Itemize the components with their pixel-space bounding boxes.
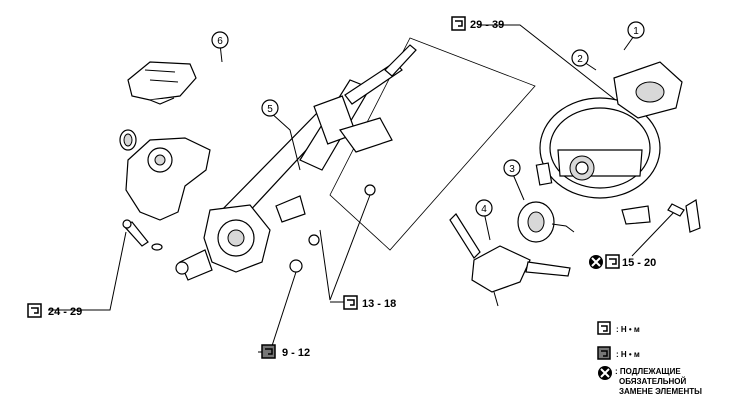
legend-item-replace: : ПОДЛЕЖАЩИЕ ОБЯЗАТЕЛЬНОЙ ЗАМЕНЕ ЭЛЕМЕНТ… bbox=[598, 366, 702, 396]
legend-item-torque: : Н • м bbox=[597, 321, 640, 335]
svg-text:: ПОДЛЕЖАЩИЕ: : ПОДЛЕЖАЩИЕ bbox=[615, 367, 681, 376]
upper-column-cover bbox=[127, 61, 197, 105]
svg-text:13 - 18: 13 - 18 bbox=[362, 298, 396, 310]
steering-column-assembly bbox=[175, 44, 417, 281]
svg-text:29 - 39: 29 - 39 bbox=[470, 19, 504, 31]
combination-switch bbox=[449, 213, 571, 307]
cross-circle-icon bbox=[589, 255, 603, 269]
svg-text:ЗАМЕНЕ ЭЛЕМЕНТЫ: ЗАМЕНЕ ЭЛЕМЕНТЫ bbox=[619, 387, 702, 396]
callout-4: 4 bbox=[475, 199, 493, 217]
svg-text:: Н • м: : Н • м bbox=[616, 350, 640, 359]
torque-wrench-icon bbox=[27, 303, 42, 318]
svg-text:: Н • м: : Н • м bbox=[616, 325, 640, 334]
svg-text:24 - 29: 24 - 29 bbox=[48, 306, 82, 318]
callout-3: 3 bbox=[503, 159, 521, 177]
lower-column-cover bbox=[119, 129, 211, 221]
svg-text:2: 2 bbox=[577, 54, 583, 65]
svg-text:3: 3 bbox=[509, 164, 515, 175]
torque-wrench-shaded-icon bbox=[261, 344, 276, 359]
svg-text:6: 6 bbox=[217, 36, 223, 47]
steering-wheel bbox=[539, 97, 661, 199]
callout-5: 5 bbox=[261, 99, 279, 117]
svg-text:9 - 12: 9 - 12 bbox=[282, 347, 310, 359]
torque-label-13-18: 13 - 18 bbox=[343, 295, 396, 310]
svg-text:5: 5 bbox=[267, 104, 273, 115]
torque-label-24-29: 24 - 29 bbox=[27, 303, 82, 318]
torque-wrench-shaded-icon bbox=[597, 346, 611, 360]
airbag-module bbox=[613, 61, 683, 119]
svg-text:ОБЯЗАТЕЛЬНОЙ: ОБЯЗАТЕЛЬНОЙ bbox=[619, 377, 687, 386]
wheel-small-parts bbox=[621, 199, 701, 233]
torque-wrench-icon bbox=[597, 321, 611, 335]
legend: : Н • м : Н • м : ПОДЛЕЖАЩИЕ ОБЯЗАТЕЛЬНО… bbox=[597, 321, 702, 396]
legend-item-torque-alt: : Н • м bbox=[597, 346, 640, 360]
torque-wrench-icon bbox=[451, 16, 466, 31]
cross-circle-icon bbox=[598, 366, 612, 380]
torque-wrench-icon bbox=[605, 254, 620, 269]
torque-wrench-icon bbox=[343, 295, 358, 310]
svg-text:4: 4 bbox=[481, 204, 487, 215]
callout-2: 2 bbox=[571, 49, 589, 67]
torque-label-15-20: 15 - 20 bbox=[589, 254, 656, 269]
torque-label-9-12: 9 - 12 bbox=[261, 344, 310, 359]
callout-1: 1 bbox=[627, 21, 645, 39]
svg-text:1: 1 bbox=[633, 26, 639, 37]
callout-6: 6 bbox=[211, 31, 229, 49]
torque-label-29-39: 29 - 39 bbox=[451, 16, 504, 31]
leader-lines bbox=[48, 24, 677, 353]
spiral-cable bbox=[517, 162, 575, 243]
svg-text:15 - 20: 15 - 20 bbox=[622, 257, 656, 269]
